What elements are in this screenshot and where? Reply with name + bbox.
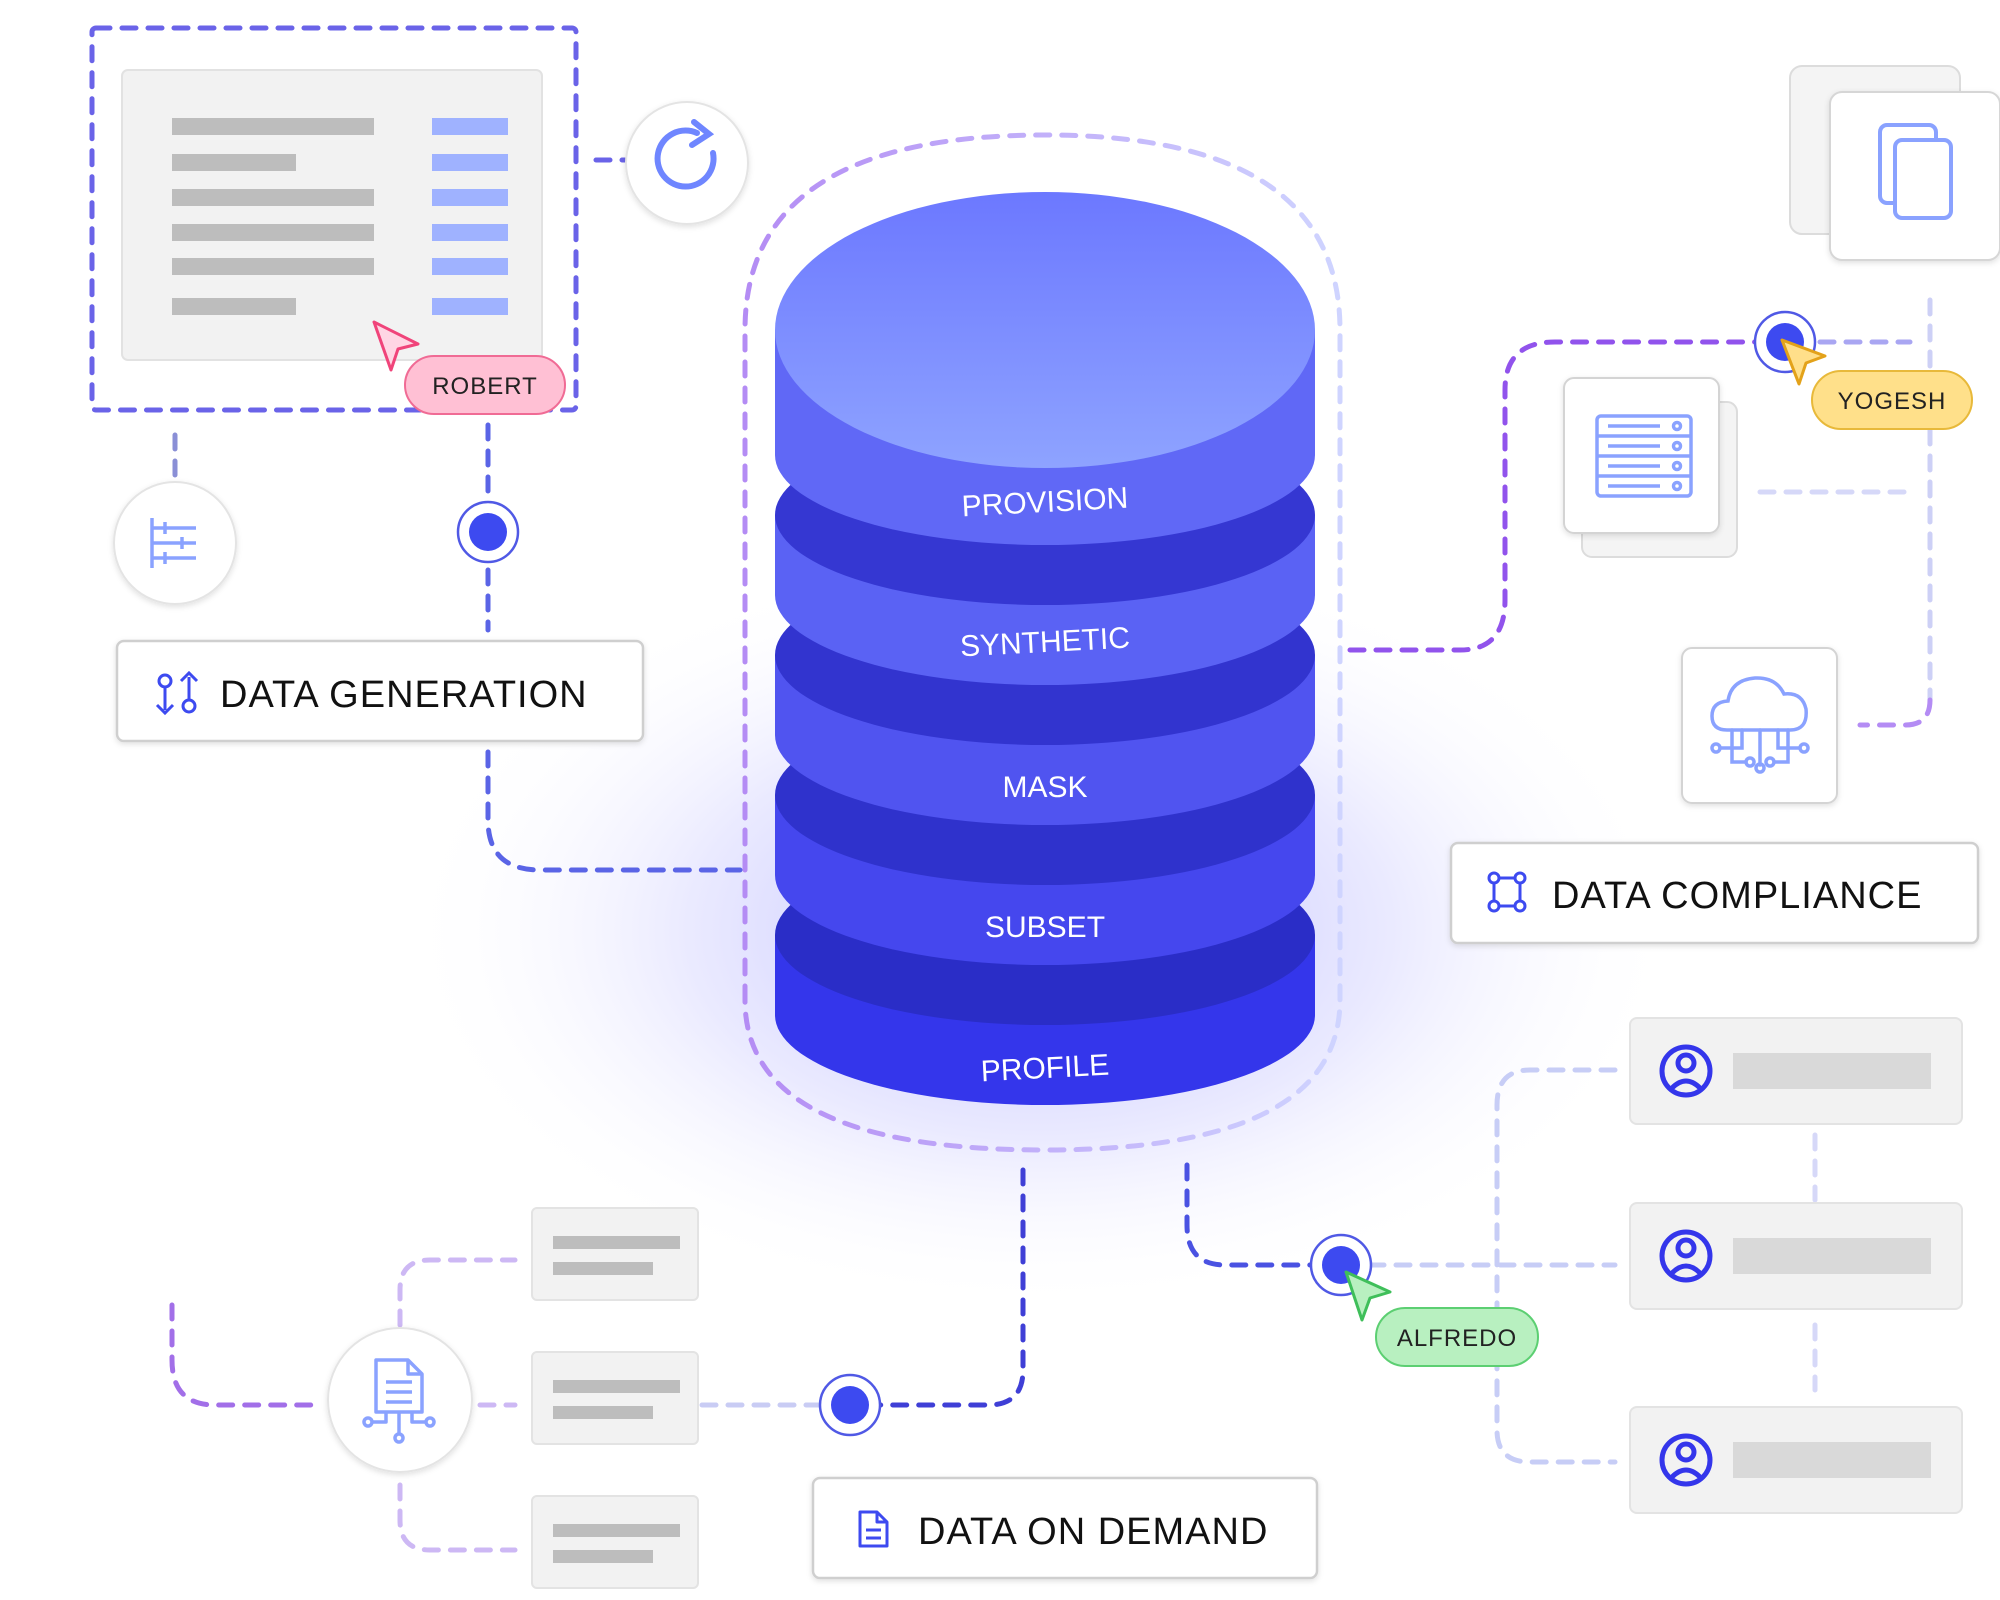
- robert-cursor: [372, 320, 420, 372]
- node-on-demand[interactable]: [818, 1373, 882, 1437]
- refresh-icon: [654, 119, 717, 190]
- document-icon: [858, 1510, 889, 1548]
- user-icon: [1659, 1433, 1713, 1487]
- sliders-button[interactable]: [113, 481, 237, 605]
- list-item-card[interactable]: [531, 1207, 699, 1301]
- db-label-mask: MASK: [1002, 771, 1087, 804]
- user-icon: [1659, 1044, 1713, 1098]
- alfredo-badge: ALFREDO: [1375, 1307, 1539, 1367]
- yogesh-badge-text: YOGESH: [1838, 388, 1947, 415]
- copy-icon: [1878, 123, 1953, 220]
- data-generation-label[interactable]: DATA GENERATION: [115, 639, 645, 743]
- document-network-button[interactable]: [327, 1327, 473, 1473]
- user-row[interactable]: [1629, 1202, 1963, 1310]
- robert-badge: ROBERT: [404, 355, 566, 415]
- list-item-card[interactable]: [531, 1351, 699, 1445]
- cloud-card[interactable]: [1681, 647, 1838, 804]
- user-row[interactable]: [1629, 1406, 1963, 1514]
- alfredo-cursor: [1344, 1270, 1392, 1322]
- db-top: [775, 192, 1315, 468]
- yogesh-badge: YOGESH: [1811, 370, 1973, 430]
- sliders-icon: [150, 518, 196, 568]
- yogesh-cursor: [1780, 338, 1827, 386]
- db-label-profile: PROFILE: [980, 1049, 1110, 1089]
- data-generation-text: DATA GENERATION: [220, 674, 588, 716]
- cloud-network-icon: [1710, 676, 1810, 774]
- database-stack: [775, 192, 1315, 1105]
- generation-card-border: [89, 25, 579, 413]
- generation-table-card: [121, 69, 543, 361]
- server-card[interactable]: [1563, 377, 1738, 558]
- gray-placeholder-lines: [172, 118, 374, 315]
- blue-placeholder-lines: [432, 118, 508, 315]
- document-network-icon: [362, 1358, 436, 1444]
- user-name-placeholder: [1733, 1238, 1931, 1274]
- data-compliance-label[interactable]: DATA COMPLIANCE: [1449, 841, 1980, 945]
- data-compliance-text: DATA COMPLIANCE: [1552, 875, 1922, 917]
- user-row[interactable]: [1629, 1017, 1963, 1125]
- list-item-card[interactable]: [531, 1495, 699, 1589]
- robert-badge-text: ROBERT: [432, 373, 538, 400]
- db-label-subset: SUBSET: [985, 911, 1105, 944]
- git-compare-icon: [155, 670, 199, 716]
- server-icon: [1595, 414, 1693, 498]
- node-generation[interactable]: [456, 500, 520, 564]
- refresh-button[interactable]: [625, 101, 749, 225]
- data-on-demand-label[interactable]: DATA ON DEMAND: [811, 1476, 1319, 1580]
- user-icon: [1659, 1229, 1713, 1283]
- copy-card[interactable]: [1789, 65, 2000, 261]
- connectors: [89, 25, 1933, 1553]
- nodes-icon: [1487, 871, 1527, 913]
- db-layer-provision: [775, 192, 1315, 545]
- data-on-demand-text: DATA ON DEMAND: [918, 1511, 1268, 1553]
- user-name-placeholder: [1733, 1442, 1931, 1478]
- user-name-placeholder: [1733, 1053, 1931, 1089]
- alfredo-badge-text: ALFREDO: [1397, 1325, 1517, 1352]
